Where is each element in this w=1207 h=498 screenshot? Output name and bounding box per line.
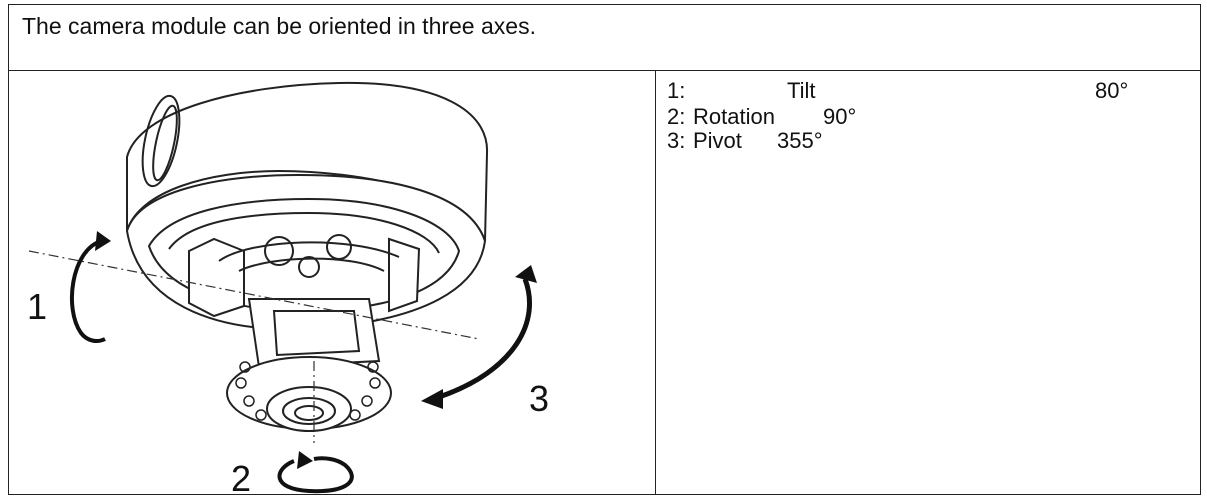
spec-cell: 1: Tilt 80° 2: Rotation 90° 3: Pivot 355… bbox=[657, 71, 1200, 494]
header-row: The camera module can be oriented in thr… bbox=[9, 5, 1200, 71]
camera-figure-cell: 1 3 2 bbox=[9, 71, 656, 494]
header-text: The camera module can be oriented in thr… bbox=[22, 13, 536, 39]
cable-slot bbox=[141, 94, 181, 188]
spec-value: 355° bbox=[777, 128, 823, 153]
rotation-arrow bbox=[277, 456, 354, 494]
gimbal-bracket bbox=[188, 237, 245, 318]
lens bbox=[266, 386, 352, 432]
spec-label: Tilt bbox=[787, 78, 816, 103]
camera-dome-illustration: 1 3 2 bbox=[27, 81, 549, 494]
spec-num: 2: bbox=[667, 104, 686, 129]
housing-outline bbox=[126, 81, 489, 242]
axis-label-3: 3 bbox=[529, 378, 549, 419]
document-table: The camera module can be oriented in thr… bbox=[8, 4, 1201, 495]
spec-label: Rotation bbox=[693, 104, 775, 129]
axis-label-2: 2 bbox=[231, 458, 251, 494]
spec-value: 80° bbox=[1095, 78, 1129, 103]
axis-label-1: 1 bbox=[27, 286, 47, 327]
tilt-axis-line bbox=[28, 250, 480, 340]
spec-num: 1: bbox=[667, 78, 686, 103]
spec-label: Pivot bbox=[693, 128, 742, 153]
tilt-arrow bbox=[69, 239, 106, 343]
spec-value: 90° bbox=[823, 104, 857, 129]
spec-num: 3: bbox=[667, 128, 686, 153]
lens-block bbox=[247, 298, 381, 369]
pivot-arrow bbox=[438, 278, 532, 400]
